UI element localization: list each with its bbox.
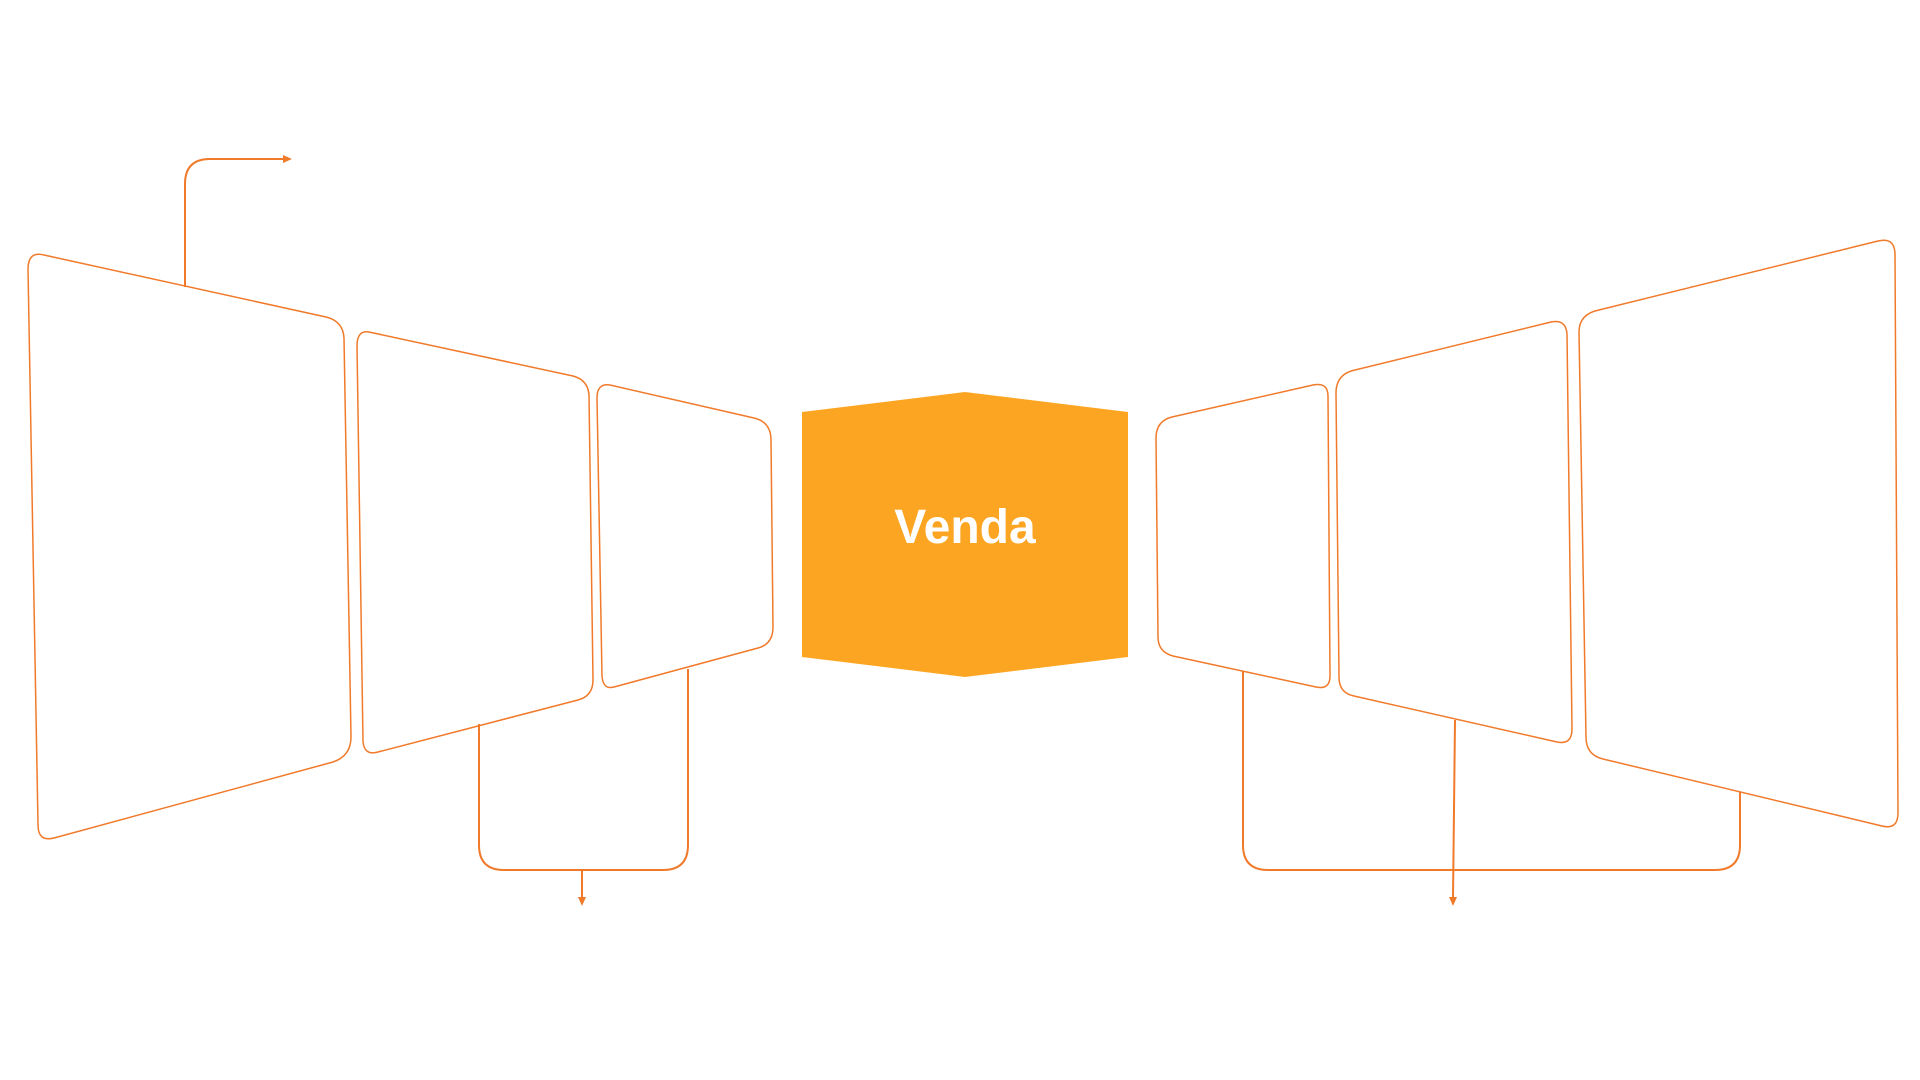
center-sale-block xyxy=(802,392,1128,677)
left-top-exit-connector xyxy=(184,158,284,287)
left-stage-panel-3 xyxy=(596,384,774,689)
left-top-exit-arrowhead xyxy=(283,155,292,163)
right-stage-panel-2 xyxy=(1335,320,1573,744)
right-stage-panel-3 xyxy=(1578,239,1899,828)
left-stage-panel-1 xyxy=(27,253,352,840)
right-stage-panel-1 xyxy=(1155,383,1331,689)
left-bottom-exit-arrowhead xyxy=(578,897,586,906)
right-bottom-exit-arrowhead xyxy=(1449,897,1457,906)
center-sale-label: Venda xyxy=(894,501,1036,554)
right-bottom-exit-connector xyxy=(1452,719,1456,899)
right-bottom-merge-connector xyxy=(1242,671,1741,871)
left-bottom-merge-connector xyxy=(478,669,689,871)
left-stage-panel-2 xyxy=(356,331,594,754)
